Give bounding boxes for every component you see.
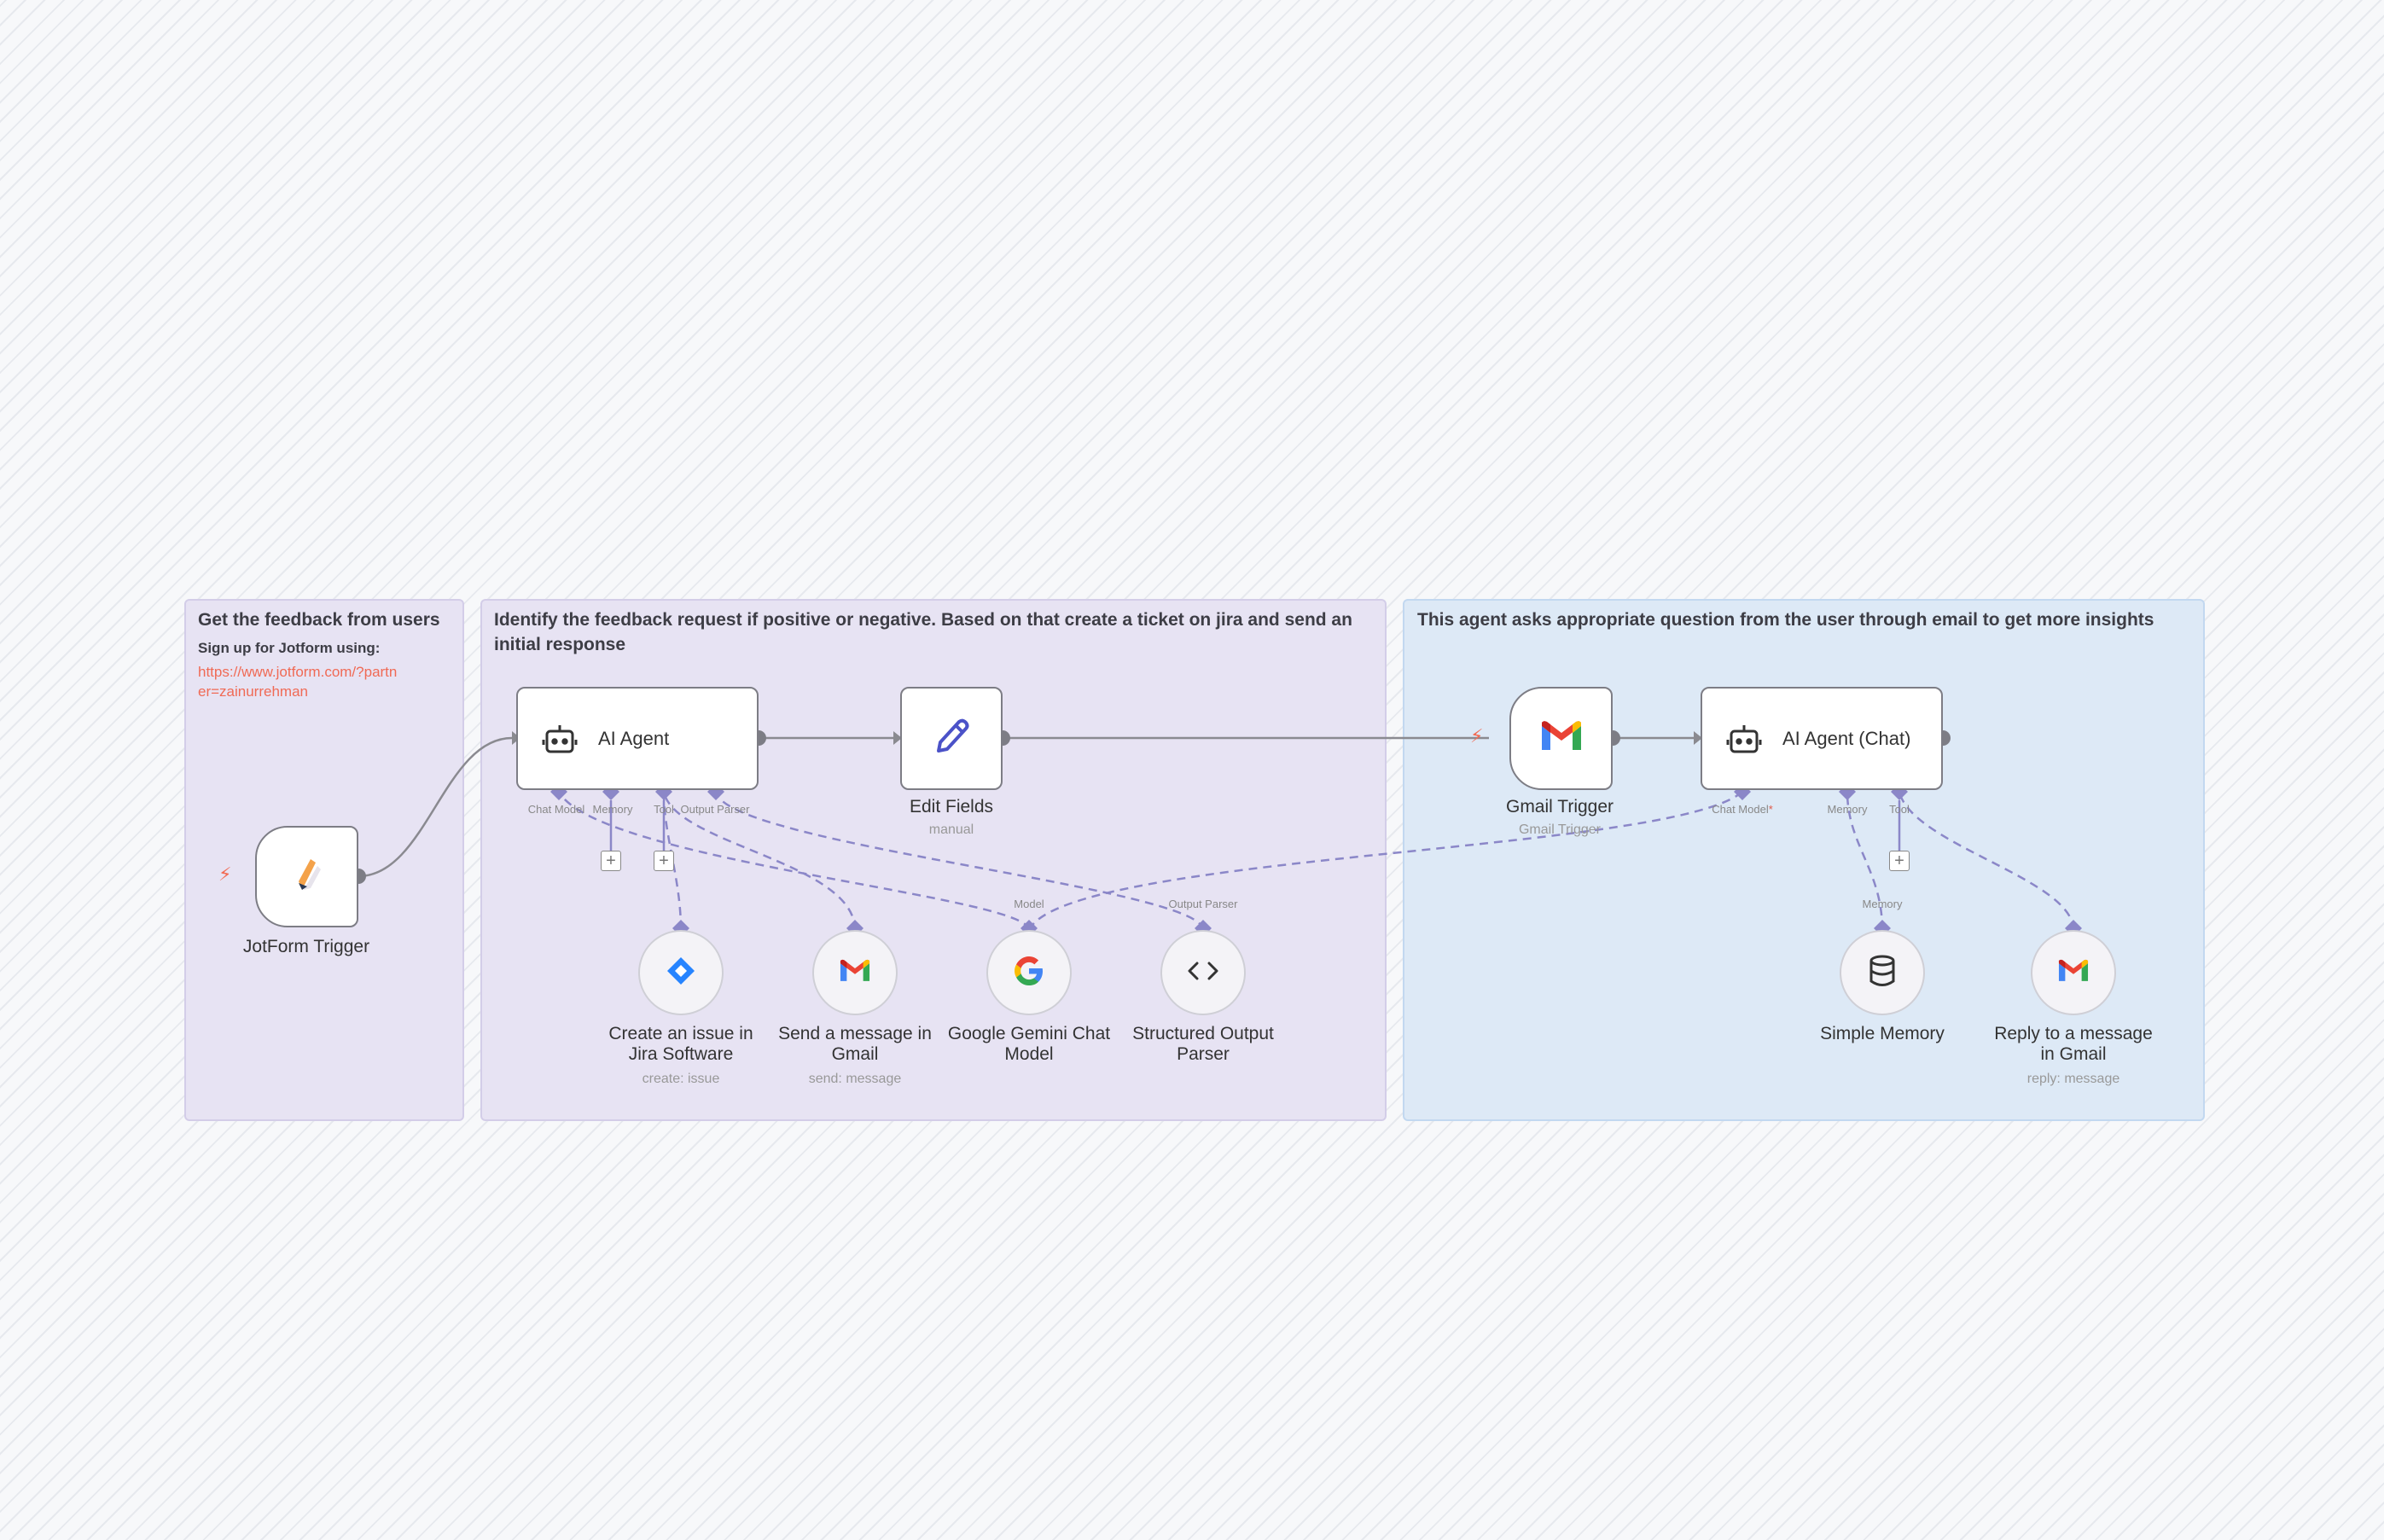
port-label-chat-chat-model: Chat Model*: [1712, 803, 1773, 816]
jotform-icon: [290, 856, 324, 898]
gmail-send-sub: send: message: [808, 1072, 902, 1086]
code-brackets-icon: [1186, 958, 1220, 988]
sticky-get-feedback-title: Get the feedback from users: [198, 610, 440, 630]
port-label-memory-in: Memory: [1862, 898, 1903, 910]
add-chat-tool-plus-icon[interactable]: +: [1889, 851, 1910, 871]
gemini-node[interactable]: [986, 930, 1072, 1015]
jotform-trigger-label: JotForm Trigger: [242, 937, 370, 956]
gmail-trigger-bolt-icon: ⚡: [1470, 725, 1484, 747]
port-label-parser-output: Output Parser: [1168, 898, 1238, 910]
port-label-chat-memory: Memory: [1827, 803, 1868, 816]
required-marker: *: [1768, 803, 1773, 816]
edit-fields-label: Edit Fields: [909, 797, 994, 816]
port-label-chat-tool: Tool: [1889, 803, 1910, 816]
gmail-reply-label: Reply to a message in Gmail: [1994, 1024, 2153, 1064]
jotform-link[interactable]: https://www.jotform.com/?partner=zainurr…: [198, 664, 398, 700]
sticky-agent-questions-title: This agent asks appropriate question fro…: [1417, 610, 2154, 630]
robot-icon: [1726, 723, 1762, 755]
ai-agent-chat-node[interactable]: AI Agent (Chat): [1701, 687, 1943, 790]
gmail-icon: [2056, 958, 2090, 988]
simple-memory-label: Simple Memory: [1820, 1024, 1945, 1043]
add-tool-plus-icon[interactable]: +: [654, 851, 674, 871]
gmail-send-node[interactable]: [812, 930, 898, 1015]
output-parser-node[interactable]: [1160, 930, 1246, 1015]
jira-icon: [666, 956, 696, 991]
add-memory-plus-icon[interactable]: +: [601, 851, 621, 871]
jotform-trigger-bolt-icon: ⚡: [218, 863, 232, 885]
port-label-agent-memory: Memory: [592, 803, 633, 816]
gmail-trigger-node[interactable]: [1509, 687, 1613, 790]
gmail-icon: [1538, 719, 1584, 758]
ai-agent-title: AI Agent: [598, 727, 670, 749]
gmail-trigger-sub: Gmail Trigger: [1518, 822, 1602, 837]
jira-node-sub: create: issue: [642, 1072, 720, 1086]
gmail-reply-node[interactable]: [2031, 930, 2116, 1015]
google-icon: [1013, 955, 1045, 991]
gmail-reply-sub: reply: message: [2026, 1072, 2120, 1086]
jotform-trigger-node[interactable]: [255, 826, 358, 927]
ai-agent-chat-title: AI Agent (Chat): [1782, 727, 1911, 749]
output-parser-label: Structured Output Parser: [1132, 1024, 1274, 1064]
database-icon: [1869, 955, 1896, 991]
port-label-chat-chat-model-text: Chat Model: [1712, 803, 1769, 816]
pencil-icon: [930, 715, 973, 762]
edit-fields-sub: manual: [928, 822, 974, 837]
simple-memory-node[interactable]: [1840, 930, 1925, 1015]
edit-fields-node[interactable]: [900, 687, 1003, 790]
robot-icon: [542, 723, 578, 755]
gmail-send-label: Send a message in Gmail: [778, 1024, 932, 1064]
gmail-trigger-label: Gmail Trigger: [1505, 797, 1614, 816]
port-label-gemini-model: Model: [1014, 898, 1044, 910]
port-label-agent-tool: Tool: [654, 803, 674, 816]
jira-node[interactable]: [638, 930, 724, 1015]
sticky-signup-text: Sign up for Jotform using:: [198, 640, 381, 656]
gemini-label: Google Gemini Chat Model: [947, 1024, 1111, 1064]
port-label-agent-chat-model: Chat Model: [527, 803, 585, 816]
ai-agent-node[interactable]: AI Agent: [516, 687, 759, 790]
gmail-icon: [838, 958, 872, 988]
port-label-agent-output-parser: Output Parser: [680, 803, 750, 816]
sticky-identify-feedback-title: Identify the feedback request if positiv…: [494, 610, 1352, 654]
jira-node-label: Create an issue in Jira Software: [608, 1024, 753, 1064]
